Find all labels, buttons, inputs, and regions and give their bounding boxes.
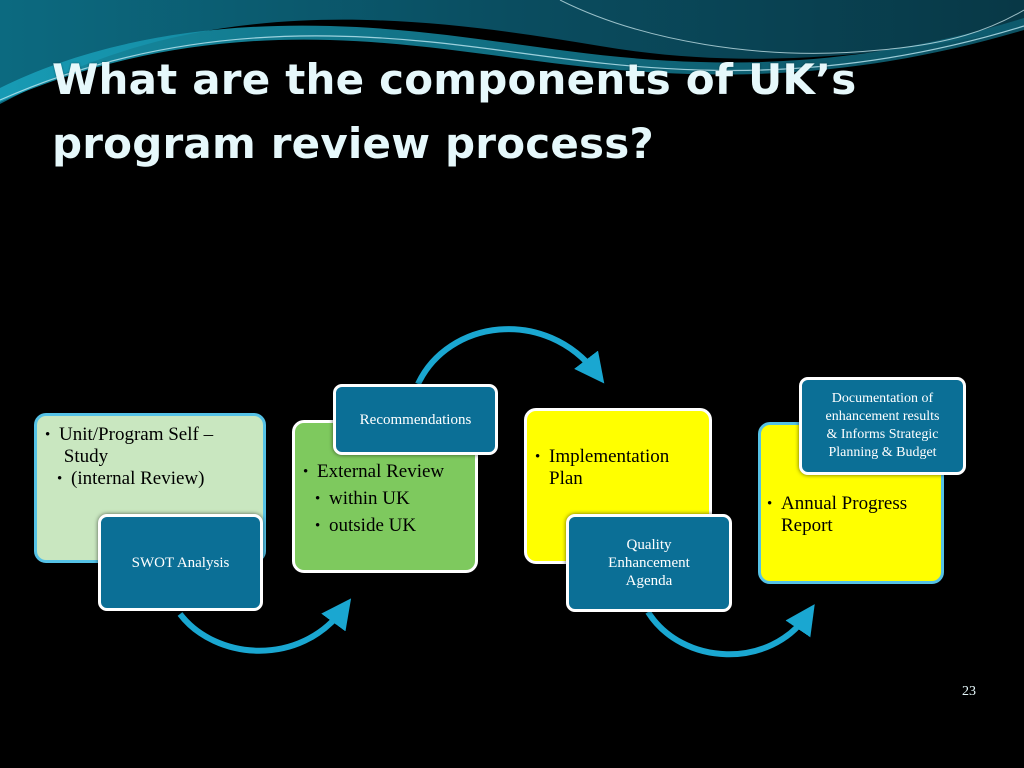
implementation-plan-list: Implementation Plan [535, 446, 699, 490]
external-review-subitem-within: within UK [315, 488, 467, 510]
documentation-line-3: & Informs Strategic [826, 427, 939, 442]
documentation-line-1: Documentation of [831, 391, 934, 406]
swot-analysis-tag: SWOT Analysis [98, 514, 263, 611]
top-wave-highlight [0, 18, 1024, 102]
arrow-implementation-to-annual-report [645, 604, 815, 658]
quality-enhancement-agenda-tag: Quality Enhancement Agenda [566, 514, 732, 612]
top-wave-band [0, 0, 1024, 104]
self-study-item: Unit/Program Self – Study [45, 424, 255, 468]
documentation-line-2: enhancement results [825, 409, 940, 424]
qea-line-2: Enhancement [608, 555, 690, 571]
title-line-1: What are the components of UK’s [52, 55, 857, 104]
page-number: 23 [962, 684, 976, 699]
external-review-list: External Review within UK outside UK [303, 461, 467, 537]
recommendations-tag: Recommendations [333, 384, 498, 455]
self-study-subitem: (internal Review) [57, 468, 255, 490]
documentation-line-4: Planning & Budget [828, 445, 937, 460]
external-review-item: External Review [303, 461, 467, 483]
swot-analysis-label: SWOT Analysis [131, 554, 230, 571]
qea-line-1: Quality [626, 537, 672, 553]
top-wave-line [0, 25, 1024, 101]
annual-progress-report-item: Annual Progress Report [767, 493, 931, 537]
page-title: What are the components of UK’s program … [52, 48, 952, 176]
arrow-self-study-to-external-review [177, 598, 352, 654]
recommendations-label: Recommendations [359, 411, 472, 428]
implementation-plan-item: Implementation Plan [535, 446, 699, 490]
documentation-tag: Documentation of enhancement results & I… [799, 377, 966, 475]
top-wave-line-2 [559, 0, 1024, 54]
title-line-2: program review process? [52, 119, 654, 168]
annual-progress-report-list: Annual Progress Report [767, 493, 931, 537]
self-study-list: Unit/Program Self – Study (internal Revi… [45, 424, 255, 490]
arrow-external-review-to-implementation [415, 326, 605, 386]
external-review-subitem-outside: outside UK [315, 515, 467, 537]
qea-line-3: Agenda [625, 573, 673, 589]
